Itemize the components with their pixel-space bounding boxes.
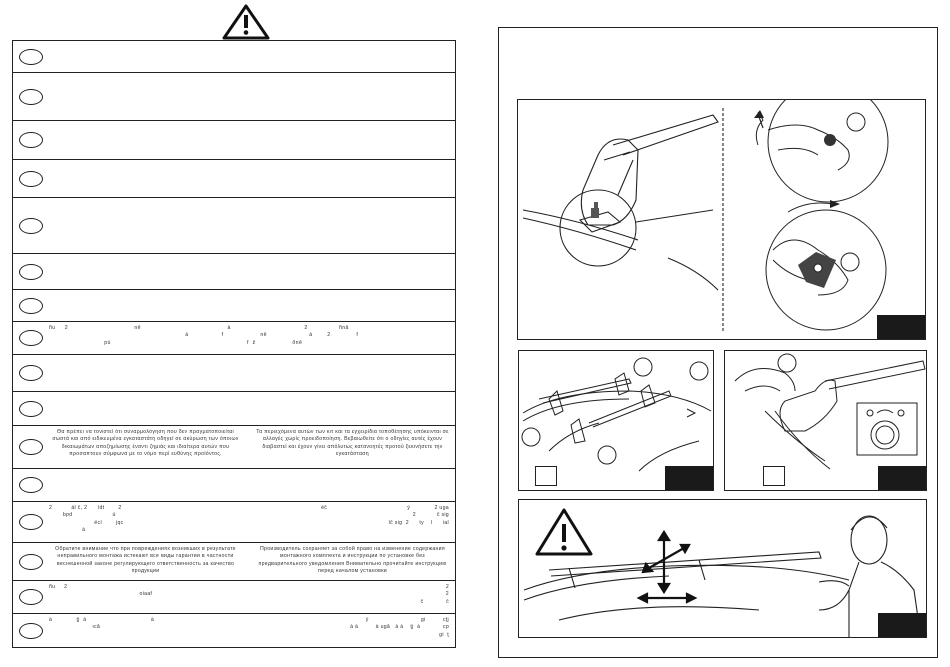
row-text: à ţj à à ιcă ý gi cţj à à à ugă à à ţj à … — [49, 617, 449, 645]
figure-1 — [517, 99, 926, 340]
language-code-oval — [19, 217, 43, 234]
language-row — [12, 254, 456, 290]
language-table: ñu 2 nê à 2 ñnå — [12, 40, 456, 648]
language-row: ñu 2 oiaař 2 2 č č — [12, 581, 456, 614]
language-row: Обратите внимание что при повреждениях в… — [12, 543, 456, 581]
figure-label-box — [877, 315, 925, 339]
language-row — [12, 160, 456, 198]
roof-bars-on-car-illustration — [521, 357, 712, 472]
language-code-oval — [19, 263, 43, 280]
row-text-right: ý gi cţj à à à ugă à à ţj à cp gi ţ — [350, 617, 449, 638]
row-text: Θα πρέπει να τονιστεί ότι συναρμολόγηση … — [49, 429, 449, 466]
row-text-left: 2 ál č, 2 ídt 2 bpd ú ëcí jqc à — [49, 505, 124, 534]
language-code-oval — [19, 365, 43, 381]
right-page — [498, 27, 938, 658]
warning-icon — [535, 508, 593, 556]
figure-label-box — [665, 466, 713, 490]
foot-adjustment-illustration — [734, 353, 926, 470]
warning-icon — [222, 4, 270, 40]
figure-3 — [724, 350, 927, 491]
row-text: ñu 2 oiaař 2 2 č č — [49, 584, 449, 611]
language-code-oval — [19, 297, 43, 314]
row-text-left: ñu 2 nê à 2 ñnå — [49, 325, 359, 346]
language-code-oval — [19, 622, 43, 639]
step-box — [535, 466, 557, 486]
row-text-right: ëč ý 2 uga 2 č sig lč sig 2 ty l ial — [321, 505, 449, 526]
language-code-oval — [19, 553, 43, 570]
figure-label-box — [878, 613, 926, 637]
load-warning-illustration — [523, 508, 922, 637]
figure-4 — [518, 499, 927, 638]
language-row: ñu 2 nê à 2 ñnå — [12, 322, 456, 355]
row-text-right: Производитель сохраняет за собой право н… — [258, 546, 447, 575]
left-page: ñu 2 nê à 2 ñnå — [12, 0, 456, 667]
language-code-oval — [19, 88, 43, 105]
language-row — [12, 469, 456, 502]
language-row — [12, 392, 456, 426]
language-code-oval — [19, 589, 43, 605]
language-code-oval — [19, 400, 43, 417]
language-code-oval — [19, 514, 43, 530]
row-text-left: à ţj à à ιcă — [49, 617, 155, 631]
language-row: à ţj à à ιcă ý gi cţj à à à ugă à à ţj à … — [12, 614, 456, 648]
row-text-left: Θα πρέπει να τονιστεί ότι συναρμολόγηση … — [52, 429, 239, 458]
language-code-oval — [19, 330, 43, 346]
language-row — [12, 355, 456, 392]
step-box — [763, 466, 785, 486]
row-text: ñu 2 nê à 2 ñnå — [49, 325, 449, 352]
language-row: Θα πρέπει να τονιστεί ότι συναρμολόγηση … — [12, 426, 456, 469]
language-code-oval — [19, 477, 43, 493]
language-code-oval — [19, 439, 43, 455]
figure-2 — [518, 350, 714, 491]
language-code-oval — [19, 132, 43, 148]
language-code-oval — [19, 48, 43, 65]
language-row — [12, 121, 456, 160]
row-text-right: 2 2 č č — [420, 584, 449, 605]
language-row — [12, 41, 456, 73]
language-code-oval — [19, 170, 43, 187]
row-text-left: Обратите внимание что при повреждениях в… — [55, 546, 236, 575]
row-text: Обратите внимание что при повреждениях в… — [49, 546, 449, 578]
row-text-right: Τα περιεχόμενα αυτών των κιτ και τα εγχε… — [256, 429, 449, 458]
language-row — [12, 198, 456, 254]
figure-label-box — [878, 466, 926, 490]
language-row — [12, 73, 456, 121]
language-row — [12, 290, 456, 322]
row-text-left: ñu 2 oiaař — [49, 584, 153, 598]
roof-foot-detail-illustration — [522, 100, 889, 332]
